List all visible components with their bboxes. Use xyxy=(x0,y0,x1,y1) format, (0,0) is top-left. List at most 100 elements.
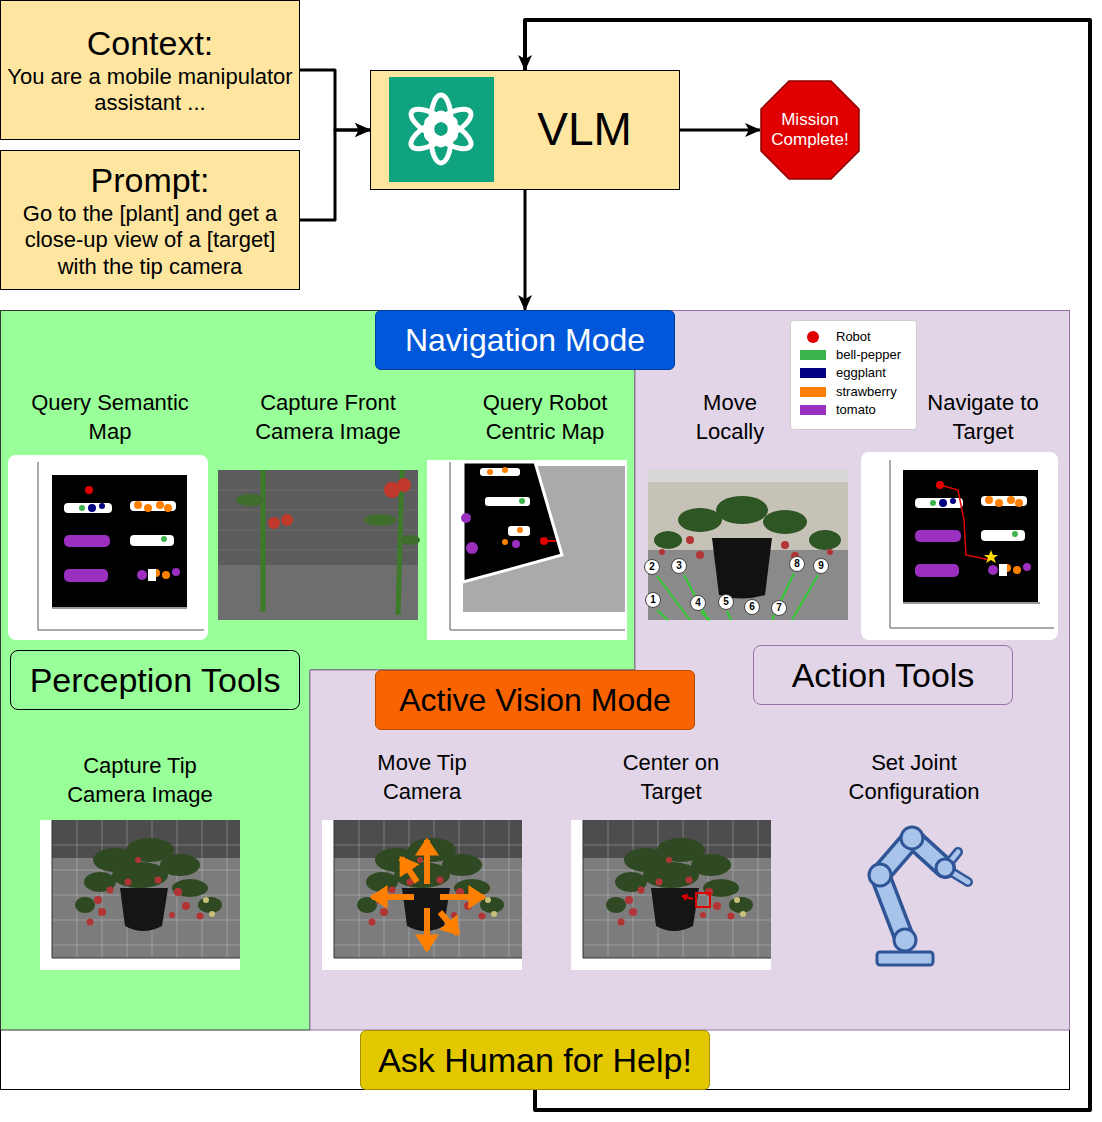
illustration-part xyxy=(502,467,508,473)
illustration-part xyxy=(727,611,731,620)
illustration-part xyxy=(401,858,417,882)
illustration-part xyxy=(364,514,396,526)
illustration-part xyxy=(450,630,625,631)
illustration-part xyxy=(517,527,523,533)
illustration-part xyxy=(268,517,280,529)
illustration-part xyxy=(424,908,430,950)
illustration-part xyxy=(466,542,478,554)
illustration-part xyxy=(463,462,562,582)
illustration-part xyxy=(322,820,522,970)
box-title: Ask Human for Help! xyxy=(378,1040,692,1081)
illustration-part xyxy=(40,820,240,970)
legend-swatch xyxy=(800,405,826,415)
illustration-part xyxy=(52,475,187,607)
illustration-part xyxy=(263,470,402,615)
illustration-part xyxy=(657,573,818,620)
box-title: VLM xyxy=(537,102,632,157)
box-body: You are a mobile manipulator assistant .… xyxy=(7,64,293,117)
illustration-part xyxy=(236,494,264,506)
illustration-part xyxy=(38,462,39,630)
illustration-part xyxy=(512,540,520,548)
illustration-part xyxy=(654,531,682,549)
illustration-part xyxy=(684,575,708,620)
illustration-part xyxy=(508,526,530,536)
tool-caption: Capture Tip Camera Image xyxy=(50,751,230,809)
illustration-part xyxy=(648,470,848,620)
illustration-part xyxy=(936,859,954,877)
illustration-part xyxy=(389,77,494,182)
illustration-part xyxy=(218,565,418,620)
box-title: Context: xyxy=(7,23,293,64)
flow-arrow xyxy=(680,129,760,132)
legend-text: tomato xyxy=(836,402,876,418)
illustration-part xyxy=(8,455,208,640)
group-label: Perception Tools xyxy=(10,650,300,710)
mode-label: Navigation Mode xyxy=(375,310,675,370)
illustration-part xyxy=(427,460,627,640)
illustration-part xyxy=(450,462,625,630)
illustration-part xyxy=(657,610,668,620)
flow-arrow xyxy=(524,190,527,310)
box-title: Prompt: xyxy=(7,160,293,201)
illustration-part xyxy=(480,468,520,476)
illustration-part xyxy=(712,538,772,599)
legend-swatch xyxy=(807,331,819,343)
legend-swatch xyxy=(800,368,826,378)
illustration-part xyxy=(880,838,945,940)
illustration-part xyxy=(261,470,266,612)
illustration-part xyxy=(52,607,187,609)
illustration-part xyxy=(894,929,916,951)
illustration-part xyxy=(659,549,665,555)
illustration-part xyxy=(903,602,1040,604)
illustration-part xyxy=(461,513,520,554)
illustration-part xyxy=(869,864,891,886)
illustration-part xyxy=(659,536,833,560)
illustration-part xyxy=(792,575,818,620)
illustration-part xyxy=(877,952,933,965)
illustration-part xyxy=(485,497,530,506)
callout-number: 8 xyxy=(789,556,805,572)
illustration-part xyxy=(544,540,556,542)
legend-text: Robot xyxy=(836,329,871,345)
flow-arrow xyxy=(300,130,370,220)
illustration-part xyxy=(827,549,833,555)
illustration-part xyxy=(901,827,923,849)
illustration-part xyxy=(880,838,945,940)
illustration-part xyxy=(1,311,1070,1090)
callout-number: 7 xyxy=(771,600,787,616)
tool-caption: Capture Front Camera Image xyxy=(228,388,428,446)
illustration-part xyxy=(686,536,694,544)
illustration-part xyxy=(880,838,968,940)
illustration-part xyxy=(936,481,944,489)
tool-caption: Query Semantic Map xyxy=(25,388,195,446)
illustration-part xyxy=(218,550,418,551)
callout-number: 6 xyxy=(744,599,760,615)
flow-arrow xyxy=(300,70,370,130)
callout-number: 4 xyxy=(690,595,706,611)
illustration-part xyxy=(682,896,693,899)
flow-arrow xyxy=(525,20,1090,1110)
illustration-part xyxy=(781,541,789,549)
legend-text: eggplant xyxy=(836,365,886,381)
box-title: Perception Tools xyxy=(30,660,281,701)
illustration-part xyxy=(696,893,710,907)
illustration-part xyxy=(450,462,451,630)
illustration-part xyxy=(487,467,523,545)
tool-caption: Move Locally xyxy=(670,388,790,446)
illustration-part xyxy=(372,894,414,900)
illustration-part xyxy=(678,508,722,532)
illustration-part xyxy=(716,496,768,524)
illustration-part xyxy=(984,550,998,563)
illustration-part xyxy=(371,71,680,190)
illustration-part xyxy=(38,462,204,630)
illustration-part xyxy=(763,510,807,534)
octagon-shape xyxy=(761,81,859,179)
help-box: Ask Human for Help! xyxy=(360,1030,710,1090)
illustration-part xyxy=(571,820,771,970)
legend-text: bell-pepper xyxy=(836,347,901,363)
illustration-part xyxy=(772,573,794,620)
legend-swatch xyxy=(800,387,826,397)
illustration-part xyxy=(890,460,1054,628)
tool-caption: Move Tip Camera xyxy=(362,748,482,806)
